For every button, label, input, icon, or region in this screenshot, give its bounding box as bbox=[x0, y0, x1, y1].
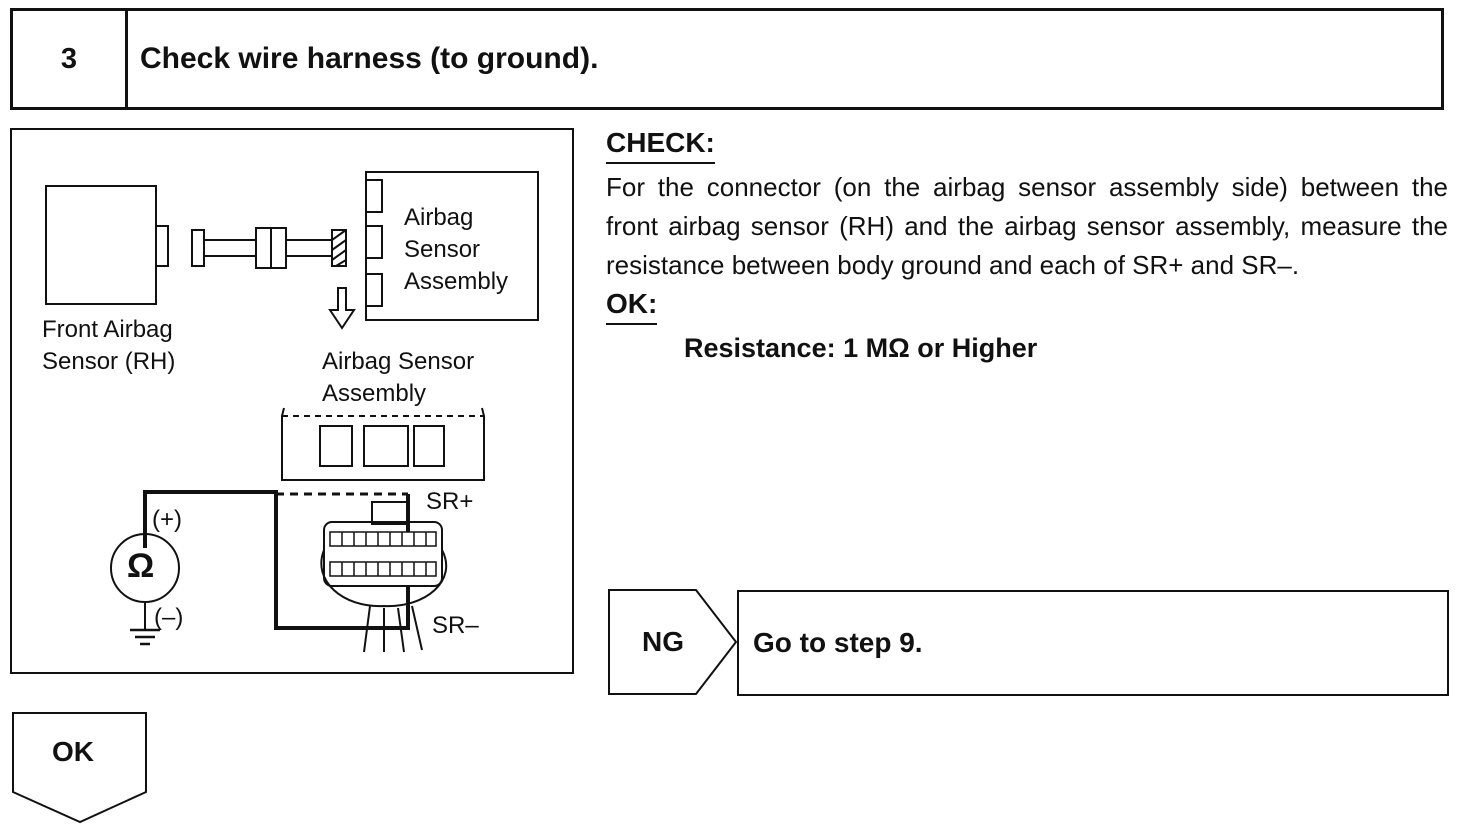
connector-face bbox=[323, 521, 443, 587]
front-sensor-label: Front Airbag Sensor (RH) bbox=[42, 316, 176, 375]
ok-tag: OK bbox=[12, 712, 148, 829]
sr-minus-label: SR– bbox=[432, 612, 479, 639]
ok-heading: OK: bbox=[606, 287, 658, 325]
plus-label: (+) bbox=[152, 506, 182, 533]
diagram-drawing bbox=[45, 171, 539, 653]
ohm-icon: Ω bbox=[127, 547, 155, 585]
front-sensor-box bbox=[45, 185, 157, 305]
step-header: 3 Check wire harness (to ground). bbox=[10, 8, 1444, 110]
ng-action: Go to step 9. bbox=[737, 590, 1449, 696]
down-arrow-icon bbox=[328, 287, 356, 330]
check-heading: CHECK: bbox=[606, 126, 715, 164]
hatched-connector bbox=[331, 229, 347, 267]
front-sensor-connector bbox=[155, 225, 169, 267]
ng-label: NG bbox=[642, 626, 684, 657]
resistance-spec: Resistance: 1 MΩ or Higher bbox=[684, 333, 1038, 363]
sensor-assembly-label-bottom: Airbag Sensor Assembly bbox=[322, 348, 475, 407]
ok-arrow-shape bbox=[12, 712, 147, 824]
ng-tag: NG bbox=[608, 588, 740, 703]
sensor-assembly-label-top: Airbag Sensor Assembly bbox=[404, 204, 509, 295]
check-text: For the connector (on the airbag sensor … bbox=[606, 172, 1448, 280]
sr-plus-label: SR+ bbox=[426, 488, 474, 515]
ng-arrow-shape bbox=[608, 589, 738, 695]
minus-label: (–) bbox=[154, 604, 184, 631]
ok-label: OK bbox=[52, 736, 94, 767]
step-number: 3 bbox=[13, 11, 128, 107]
check-section: CHECK: For the connector (on the airbag … bbox=[606, 126, 1448, 364]
wiring-diagram: Front Airbag Sensor (RH) Airbag Sensor A… bbox=[10, 128, 574, 674]
step-title: Check wire harness (to ground). bbox=[140, 42, 599, 75]
